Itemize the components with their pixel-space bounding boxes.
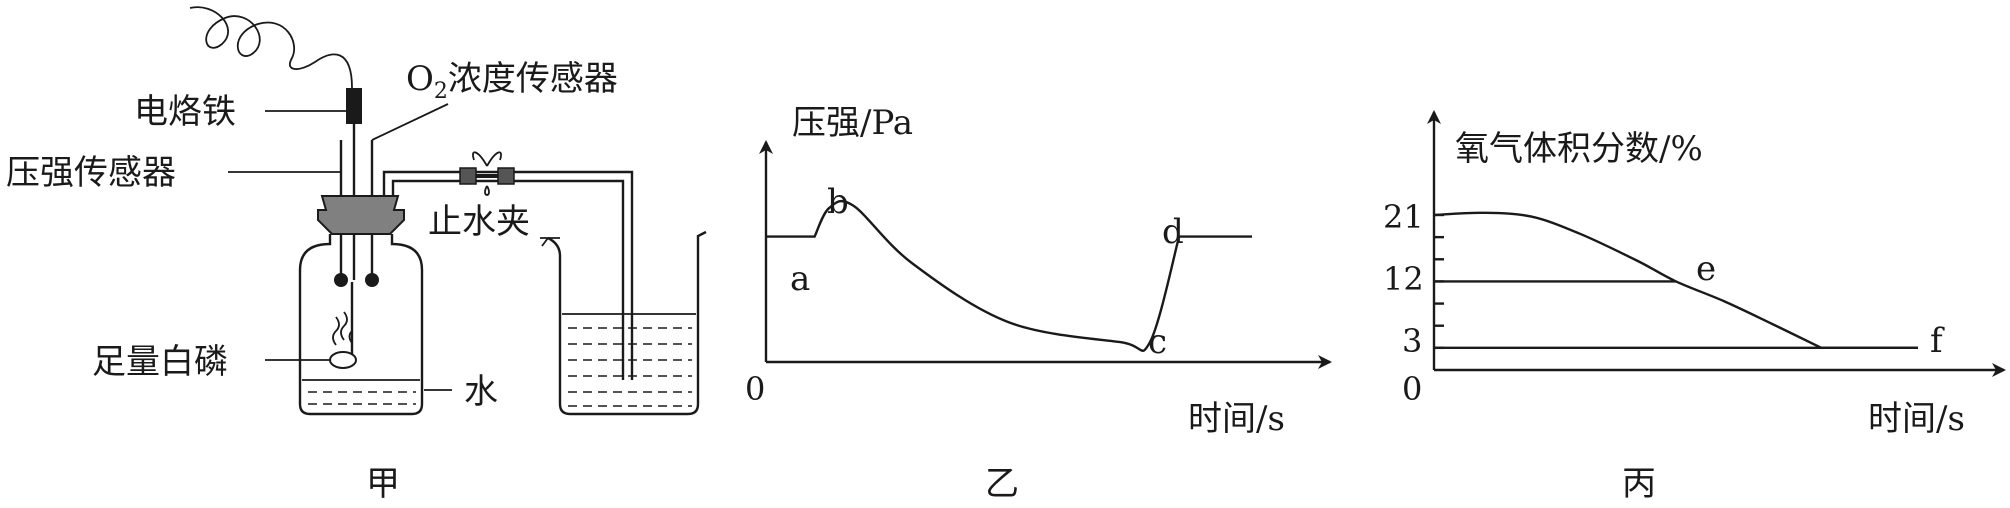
- point-label-d: d: [1162, 212, 1184, 252]
- x-axis-label: 时间/s: [1188, 399, 1285, 439]
- point-label-b: b: [827, 182, 849, 222]
- caption-bing: 丙: [1622, 464, 1656, 504]
- oxygen-chart: 氧气体积分数/% 时间/s 0 21 12 3 e f 丙: [1383, 110, 2006, 504]
- pressure-chart: 压强/Pa 时间/s 0 a b c d 乙: [745, 103, 1332, 504]
- y-axis-label: 氧气体积分数/%: [1455, 129, 1703, 169]
- label-pressure-sensor: 压强传感器: [6, 153, 176, 193]
- electrode-left: [334, 273, 348, 287]
- y-axis-label: 压强/Pa: [792, 103, 913, 143]
- rubber-stopper: [317, 195, 405, 235]
- point-label-c: c: [1148, 322, 1167, 362]
- caption-jia: 甲: [366, 464, 400, 504]
- origin-label: 0: [745, 370, 765, 408]
- pressure-curve: [766, 199, 1252, 353]
- coiled-wire: [189, 6, 353, 89]
- label-soldering-iron: 电烙铁: [134, 92, 236, 132]
- oxygen-curve: [1433, 211, 1918, 350]
- label-phosphorus: 足量白磷: [92, 342, 228, 382]
- electrode-right: [365, 273, 379, 287]
- label-water: 水: [464, 372, 498, 412]
- ytick-3: 3: [1402, 322, 1422, 360]
- point-label-f: f: [1930, 321, 1945, 361]
- clamp-icon: [459, 151, 515, 196]
- x-axis-label: 时间/s: [1868, 399, 1965, 439]
- point-label-e: e: [1696, 249, 1716, 289]
- apparatus-diagram: 电烙铁 O2浓度传感器 压强传感器 止水夹 足量白磷 水 甲: [6, 6, 707, 504]
- ytick-21: 21: [1383, 198, 1424, 236]
- soldering-iron: [346, 88, 362, 124]
- point-label-a: a: [790, 259, 810, 299]
- white-phosphorus: [329, 351, 357, 369]
- caption-yi: 乙: [985, 464, 1019, 504]
- label-o2-sensor: O2浓度传感器: [406, 59, 618, 104]
- bottle: [298, 234, 424, 416]
- origin-label: 0: [1402, 370, 1422, 408]
- label-clamp: 止水夹: [428, 202, 530, 242]
- ytick-12: 12: [1383, 260, 1424, 298]
- beaker: [547, 230, 707, 416]
